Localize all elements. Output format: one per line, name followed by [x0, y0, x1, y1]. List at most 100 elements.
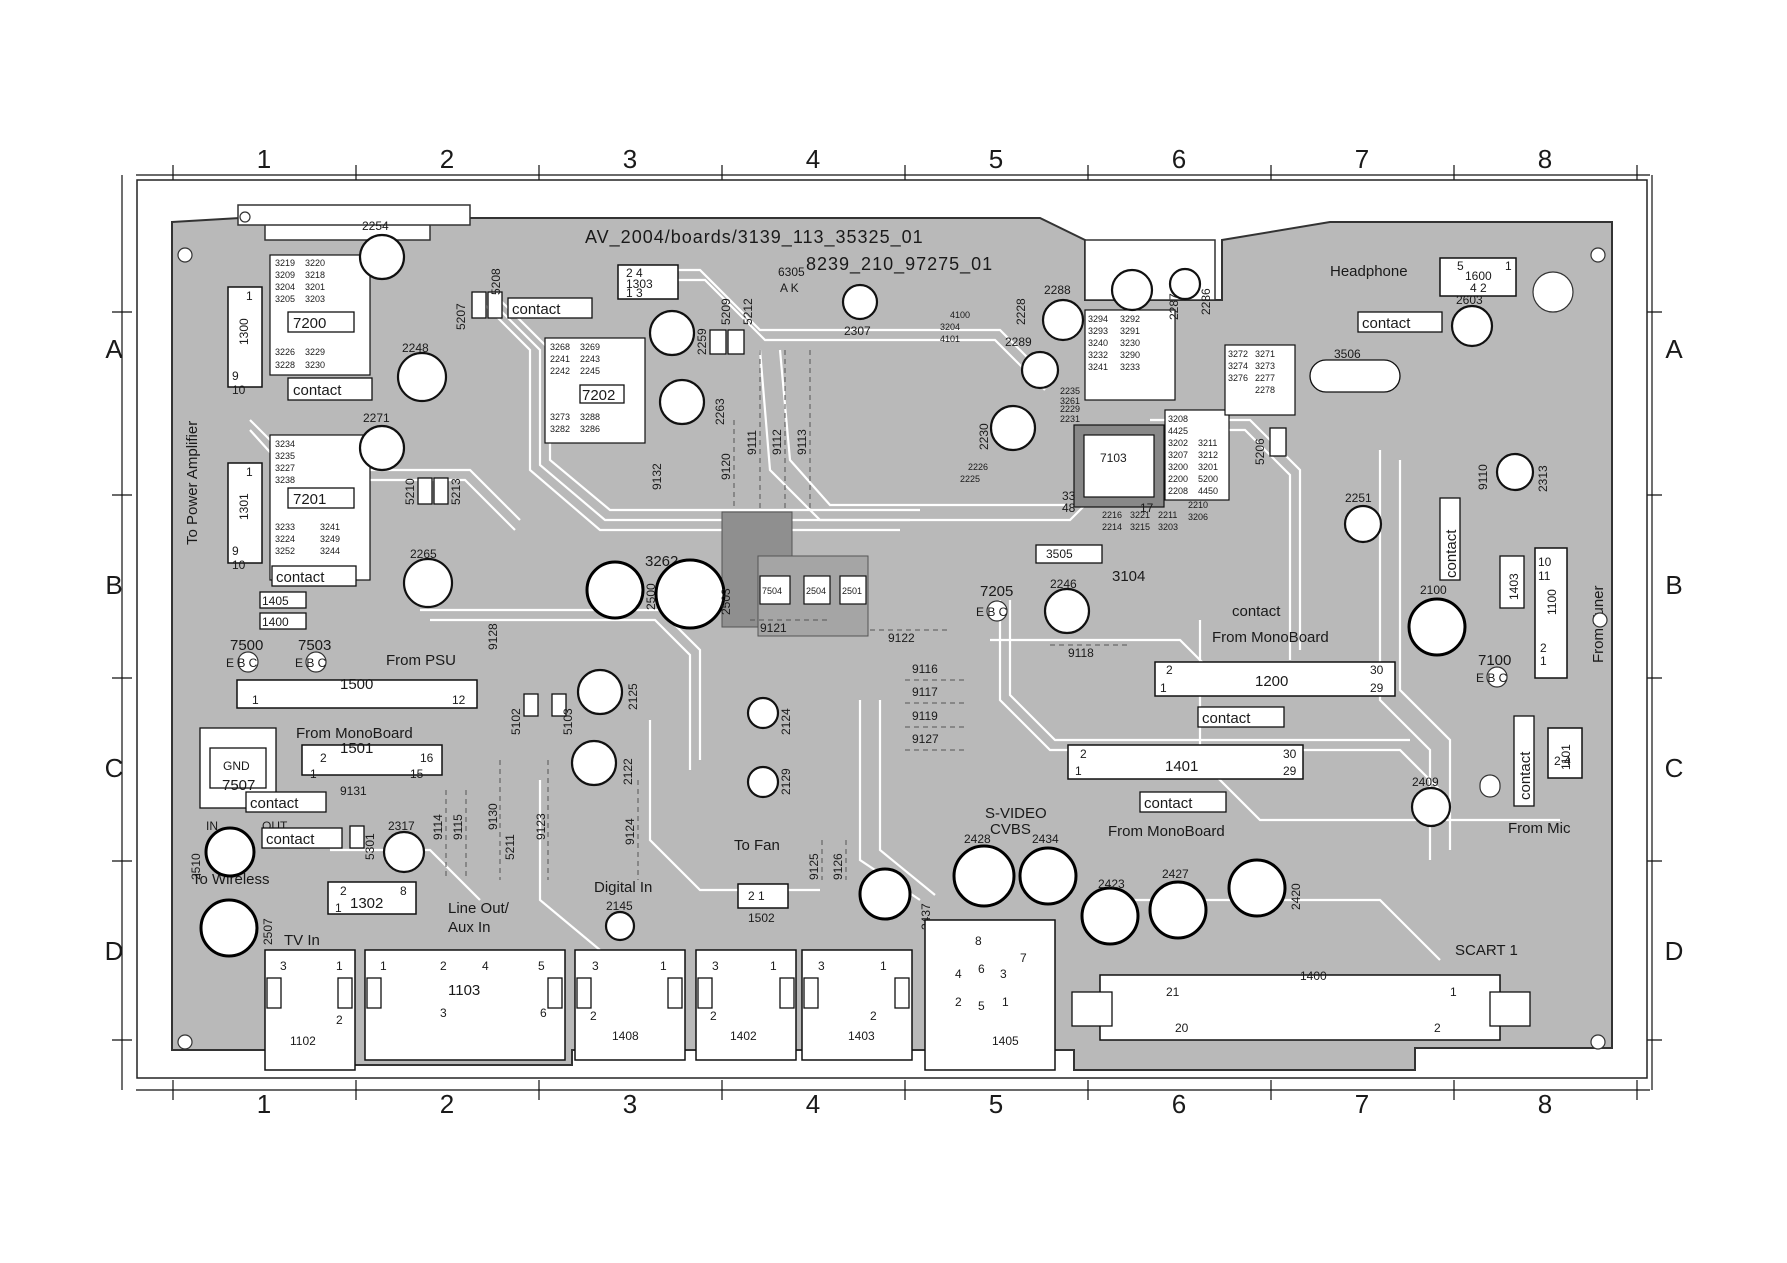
- cap-2313: 2313: [1495, 452, 1550, 492]
- svg-text:3226: 3226: [275, 347, 295, 357]
- svg-text:2214: 2214: [1102, 522, 1122, 532]
- row-label: D: [105, 936, 124, 966]
- cap-2434: 2434: [1018, 832, 1078, 906]
- svg-text:3294: 3294: [1088, 314, 1108, 324]
- svg-text:3293: 3293: [1088, 326, 1108, 336]
- svg-text:3282: 3282: [550, 424, 570, 434]
- ic-label: 7201: [293, 491, 326, 508]
- svg-text:2211: 2211: [1158, 510, 1177, 520]
- inductor-5207: 5207: [454, 291, 487, 330]
- connector-1500: 1500 1 12: [236, 676, 478, 709]
- jumper-9120: 9120: [719, 420, 735, 510]
- svg-text:2241: 2241: [550, 354, 570, 364]
- svg-text:3202: 3202: [1168, 438, 1188, 448]
- svg-text:3241: 3241: [1088, 362, 1108, 372]
- col-label: 4: [806, 1089, 820, 1119]
- inductor-label: 5210: [403, 478, 417, 505]
- jumper-9127: 9118: [1050, 644, 1130, 660]
- cap-2603: 2603: [1450, 293, 1494, 348]
- smd-cluster-far: 3272 3271 3274 3273 3276 2277 2278: [1224, 344, 1296, 416]
- cutout-psu: [237, 204, 471, 226]
- col-label: 3: [623, 1089, 637, 1119]
- svg-text:2245: 2245: [580, 366, 600, 376]
- ic-label: 1600: [1465, 269, 1492, 283]
- svg-text:2501: 2501: [842, 586, 862, 596]
- jack-1405: 8 4 6 3 7 2 5 1 1405: [924, 919, 1056, 1071]
- svg-text:2200: 2200: [1168, 474, 1188, 484]
- svg-text:3232: 3232: [1088, 350, 1108, 360]
- svg-text:1: 1: [1450, 985, 1457, 999]
- diode-label: 6305: [778, 265, 805, 279]
- svg-text:2242: 2242: [550, 366, 570, 376]
- cap-label: 2265: [410, 547, 437, 561]
- svg-text:30: 30: [1283, 747, 1297, 761]
- svg-text:1: 1: [770, 959, 777, 973]
- ic-label: 1101: [1559, 744, 1573, 770]
- svg-text:3286: 3286: [580, 424, 600, 434]
- inductor-5208: 5208: [487, 268, 503, 319]
- contact-box-vertical: [1513, 715, 1535, 807]
- svideo-label: S-VIDEO: [985, 805, 1047, 822]
- jack-1403: 3 1 2 1403: [801, 949, 913, 1061]
- svg-text:3207: 3207: [1168, 450, 1188, 460]
- cap-label: 2510: [189, 853, 203, 880]
- jumper-label: 9130: [486, 803, 500, 830]
- svg-text:2231: 2231: [1060, 414, 1080, 424]
- cap-2289: 2289: [1005, 335, 1060, 390]
- inductor-5102: 5102: [509, 693, 539, 735]
- row-label: B: [1665, 570, 1682, 600]
- svg-text:3: 3: [712, 959, 719, 973]
- col-label: 2: [440, 1089, 454, 1119]
- cap-label: 2263: [713, 398, 727, 425]
- svg-text:3271: 3271: [1255, 349, 1275, 359]
- svg-text:3290: 3290: [1120, 350, 1140, 360]
- svg-text:2210: 2210: [1188, 500, 1208, 510]
- svg-text:2277: 2277: [1255, 373, 1275, 383]
- cap-label: 2313: [1536, 465, 1550, 492]
- jumper-label: 9121: [760, 621, 787, 635]
- cap-2287: 2287: [1110, 268, 1181, 320]
- svg-text:2229: 2229: [1060, 404, 1080, 414]
- svg-text:3201: 3201: [1198, 462, 1218, 472]
- cap-label: 2289: [1005, 335, 1032, 349]
- svg-text:3224: 3224: [275, 534, 295, 544]
- svg-text:3273: 3273: [1255, 361, 1275, 371]
- svg-text:1: 1: [1505, 259, 1512, 273]
- jumper-9128: 9128: [486, 623, 500, 650]
- svg-text:3209: 3209: [275, 270, 295, 280]
- jumper-label: 9119: [912, 709, 938, 723]
- contact-box: [507, 297, 593, 319]
- svg-text:2 4: 2 4: [1554, 754, 1571, 768]
- resistor-3506: [259, 612, 307, 630]
- svg-text:3204: 3204: [940, 322, 960, 332]
- contact-box-vertical: [1439, 497, 1461, 581]
- scart-label: SCART 1: [1455, 942, 1518, 959]
- jumper-9118: 9119: [905, 709, 965, 728]
- svg-text:3228: 3228: [275, 360, 295, 370]
- ic-group-7202: 7202 3268 3269 2241 2243 2242 2245 3273 …: [544, 337, 646, 444]
- contact-label: contact: [1362, 315, 1411, 332]
- contact-box: [245, 791, 327, 813]
- svg-text:3244: 3244: [320, 546, 340, 556]
- cap-label: 2427: [1162, 867, 1189, 881]
- connector-1300: 1 1300 9 10: [227, 286, 263, 397]
- contact-label: contact: [1517, 751, 1534, 800]
- smd-cluster-lower: 2229 2231 2235 3261 2216 2214 3221 3215 …: [1060, 386, 1208, 532]
- to-wireless-label: To Wireless: [192, 871, 270, 888]
- transistor-pins: E B C: [226, 656, 258, 670]
- resistor-pack-2504: [803, 575, 831, 605]
- svg-text:1 3: 1 3: [626, 286, 643, 300]
- svg-text:3208: 3208: [1168, 414, 1188, 424]
- inductor-label: 5103: [561, 708, 575, 735]
- ic-group-7201: 7201 3234 3235 3227 3238 3233 3224 3252 …: [269, 434, 371, 581]
- cap-2420: 2420: [1227, 858, 1303, 918]
- ic-label: 7200: [293, 315, 326, 332]
- transistor-label: 7503: [298, 637, 331, 654]
- jumper-9131: 9131: [340, 784, 367, 798]
- cap-label: 2288: [1044, 283, 1071, 297]
- cap-label: 2420: [1289, 883, 1303, 910]
- cap-label: 2428: [964, 832, 991, 846]
- inductor-5103: 5103: [551, 693, 575, 735]
- svg-text:2: 2: [870, 1009, 877, 1023]
- transistor-label: 7100: [1478, 652, 1511, 669]
